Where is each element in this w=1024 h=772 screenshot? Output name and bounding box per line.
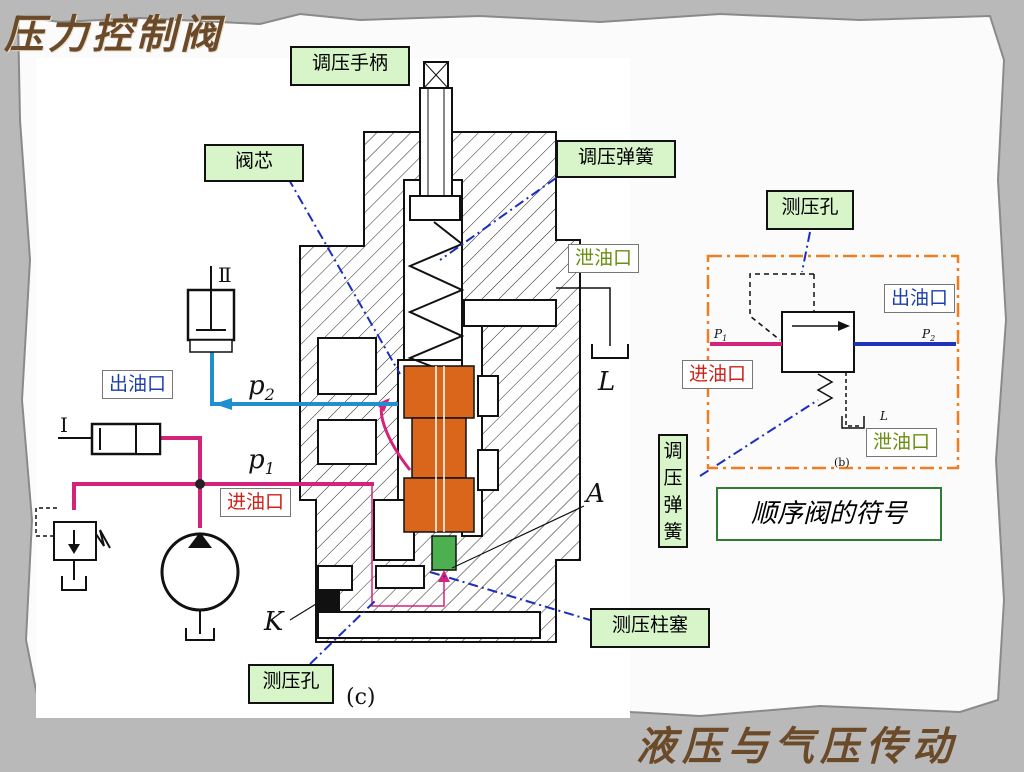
label-port-hole-main: 测压孔 — [248, 664, 334, 704]
label-spring-sym: 调压弹簧 — [658, 434, 688, 548]
label-inlet-main: 进油口 — [220, 488, 292, 517]
slide-footer: 液压与气压传动 — [636, 723, 958, 770]
measuring-piston — [431, 535, 457, 571]
label-piston: 测压柱塞 — [590, 608, 710, 648]
label-spool: 阀芯 — [204, 144, 304, 182]
figure-b-label: (b) — [834, 456, 850, 469]
label-spring: 调压弹簧 — [556, 140, 676, 178]
damper-k — [316, 590, 340, 612]
adjusting-handle — [409, 61, 461, 221]
label-inlet-sym: 进油口 — [682, 360, 754, 389]
cylinder-upper-label: Ⅱ — [218, 263, 232, 287]
outlet-line — [210, 352, 398, 406]
sequence-valve-symbol: P1 P2 L (b) — [706, 254, 960, 470]
L-label: L — [597, 367, 615, 397]
pump-symbol — [160, 532, 240, 641]
p2-label: p2 — [248, 371, 275, 404]
tank-symbol — [591, 344, 629, 359]
label-drain-sym: 泄油口 — [866, 428, 938, 457]
symbol-caption: 顺序阀的符号 — [716, 487, 942, 541]
label-outlet-sym: 出油口 — [884, 284, 956, 313]
pressure-spring — [407, 221, 465, 369]
A-label: A — [584, 479, 605, 509]
sym-L-label: L — [879, 409, 888, 423]
sym-p2-label: P2 — [921, 327, 935, 343]
slide-title: 压力控制阀 — [4, 11, 224, 58]
leader-lines — [287, 177, 819, 665]
inlet-line — [72, 482, 374, 510]
sym-p1-label: P1 — [713, 327, 727, 343]
relief-valve-symbol — [35, 507, 111, 591]
label-spring-sym-text: 调压弹簧 — [663, 440, 683, 543]
label-outlet-main: 出油口 — [102, 370, 174, 399]
cylinder-upper — [186, 266, 236, 353]
K-label: K — [263, 607, 285, 637]
cylinder-lower — [58, 422, 162, 456]
label-handle: 调压手柄 — [290, 46, 410, 86]
p1-label: p1 — [248, 445, 275, 478]
figure-c-label: (c) — [346, 685, 376, 710]
valve-spool — [403, 365, 475, 533]
cylinder-lower-label: I — [60, 413, 68, 437]
label-drain-main: 泄油口 — [568, 244, 640, 273]
label-port-hole-sym: 测压孔 — [766, 190, 854, 230]
